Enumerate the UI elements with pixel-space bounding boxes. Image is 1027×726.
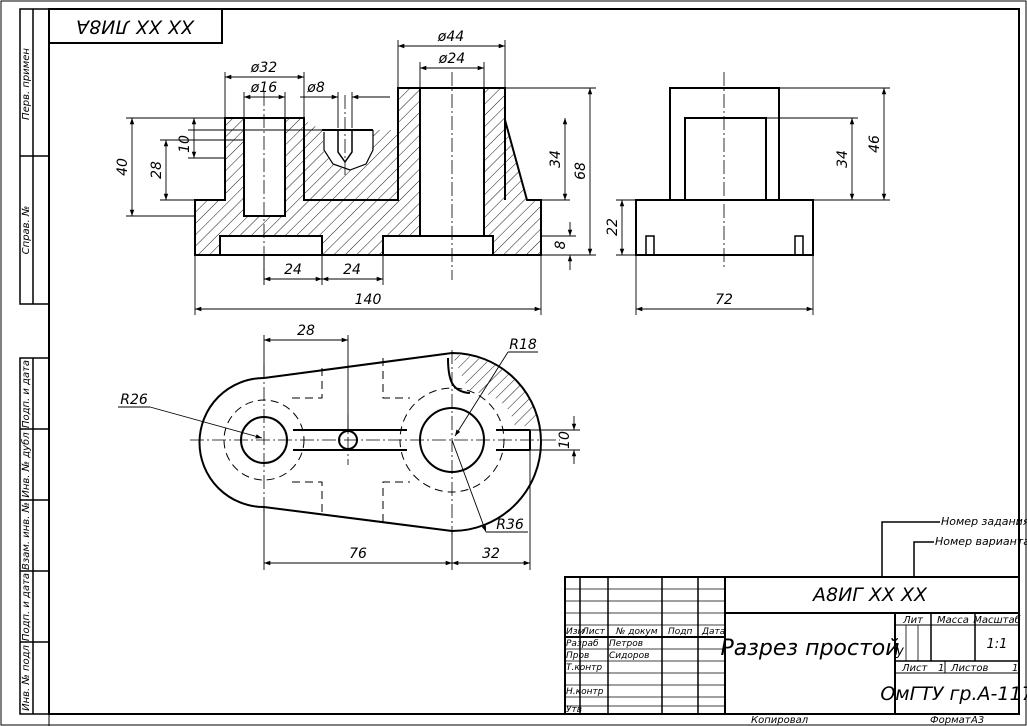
tb-scale-header: Масштаб: [973, 614, 1021, 626]
tb-role-utv: Утв: [566, 705, 582, 715]
tb-mass-header: Масса: [937, 615, 969, 626]
tb-sheets-label: Листов: [950, 663, 988, 674]
tb-name-sidorov: Сидоров: [609, 651, 649, 661]
stamp-code-box: XX XX ЛИ8А: [48, 8, 223, 44]
tb-col-list: Лист: [581, 627, 606, 637]
tb-name-petrov: Петров: [609, 639, 643, 649]
tb-sheet-no: 1: [938, 663, 944, 674]
tb-role-razrab: Разраб: [566, 639, 599, 649]
side-label-podp-data-2: Подп. и дата: [21, 573, 32, 641]
dim-r18: R18: [509, 337, 537, 353]
dim-h46: 46: [867, 135, 883, 153]
dim-d24: ø24: [438, 51, 465, 67]
dim-w24a: 24: [284, 262, 302, 278]
top-view-hatch: [452, 354, 540, 428]
dim-w24b: 24: [343, 262, 361, 278]
tb-col-data: Дата: [701, 627, 725, 637]
dim-h10b: 10: [557, 431, 573, 449]
dim-h8: 8: [553, 240, 569, 249]
side-view: [635, 72, 814, 268]
dim-d16: ø16: [250, 80, 277, 96]
callout-task-number: Номер задания: [941, 515, 1027, 528]
side-label-perv-primen: Перв. примен: [21, 48, 32, 120]
dim-h40: 40: [115, 158, 131, 176]
dim-w28: 28: [297, 323, 315, 339]
dim-h68: 68: [573, 162, 589, 180]
tb-role-prov: Пров: [566, 651, 589, 661]
side-label-inv-dubl: Инв. № дубл: [20, 432, 32, 498]
dim-w32: 32: [482, 546, 500, 562]
dim-d32: ø32: [250, 60, 277, 76]
tb-sheets-no: 1: [1012, 663, 1018, 674]
tb-lit-value: у: [895, 644, 904, 659]
dim-w140: 140: [355, 292, 382, 308]
stamp-code: XX XX ЛИ8А: [76, 16, 195, 38]
dim-r36: R36: [496, 517, 524, 533]
dim-h22: 22: [605, 218, 621, 236]
footer-kopiroval: Копировал: [751, 715, 809, 726]
section-hatch: [195, 88, 541, 255]
side-label-inv-podl: Инв. № подл: [21, 644, 32, 710]
footer-format-value: А3: [970, 715, 984, 726]
footer-format-label: Формат: [930, 715, 972, 726]
tb-col-izm: Изм: [566, 627, 585, 637]
side-label-vzam-inv: Взам. инв. №: [21, 502, 32, 570]
dim-h34: 34: [548, 150, 564, 168]
side-label-podp-data-1: Подп. и дата: [21, 360, 32, 428]
tb-role-nkontr: Н.контр: [566, 687, 604, 697]
tb-scale: 1:1: [987, 637, 1008, 652]
dim-d8: ø8: [306, 80, 325, 96]
callout-leaders: [874, 521, 940, 578]
tb-role-tkontr: Т.контр: [566, 663, 602, 673]
tb-lit-header: Лит: [902, 615, 924, 626]
dim-h28: 28: [149, 161, 165, 179]
side-strip: [19, 8, 50, 715]
tb-designation: А8ИГ XX XX: [811, 584, 928, 606]
dim-w72: 72: [715, 292, 733, 308]
dim-h10: 10: [177, 135, 193, 153]
top-view: [190, 350, 560, 535]
tb-sheet-label: Лист: [901, 663, 929, 674]
front-section-view: [194, 72, 542, 280]
dim-d44: ø44: [437, 29, 464, 45]
dim-w76: 76: [349, 546, 367, 562]
tb-col-podp: Подп: [668, 627, 692, 637]
title-block: [564, 576, 1020, 715]
tb-organization: ОмГТУ гр.А-117: [880, 683, 1027, 705]
dim-h34b: 34: [835, 150, 851, 168]
side-label-sprav-no: Справ. №: [21, 206, 32, 255]
dimension-lines: [118, 40, 890, 570]
tb-title: Разрез простой: [720, 636, 899, 661]
dim-r26: R26: [120, 392, 148, 408]
tb-col-n-dokum: № докум: [615, 627, 658, 637]
callout-variant-number: Номер варианта: [935, 535, 1027, 548]
